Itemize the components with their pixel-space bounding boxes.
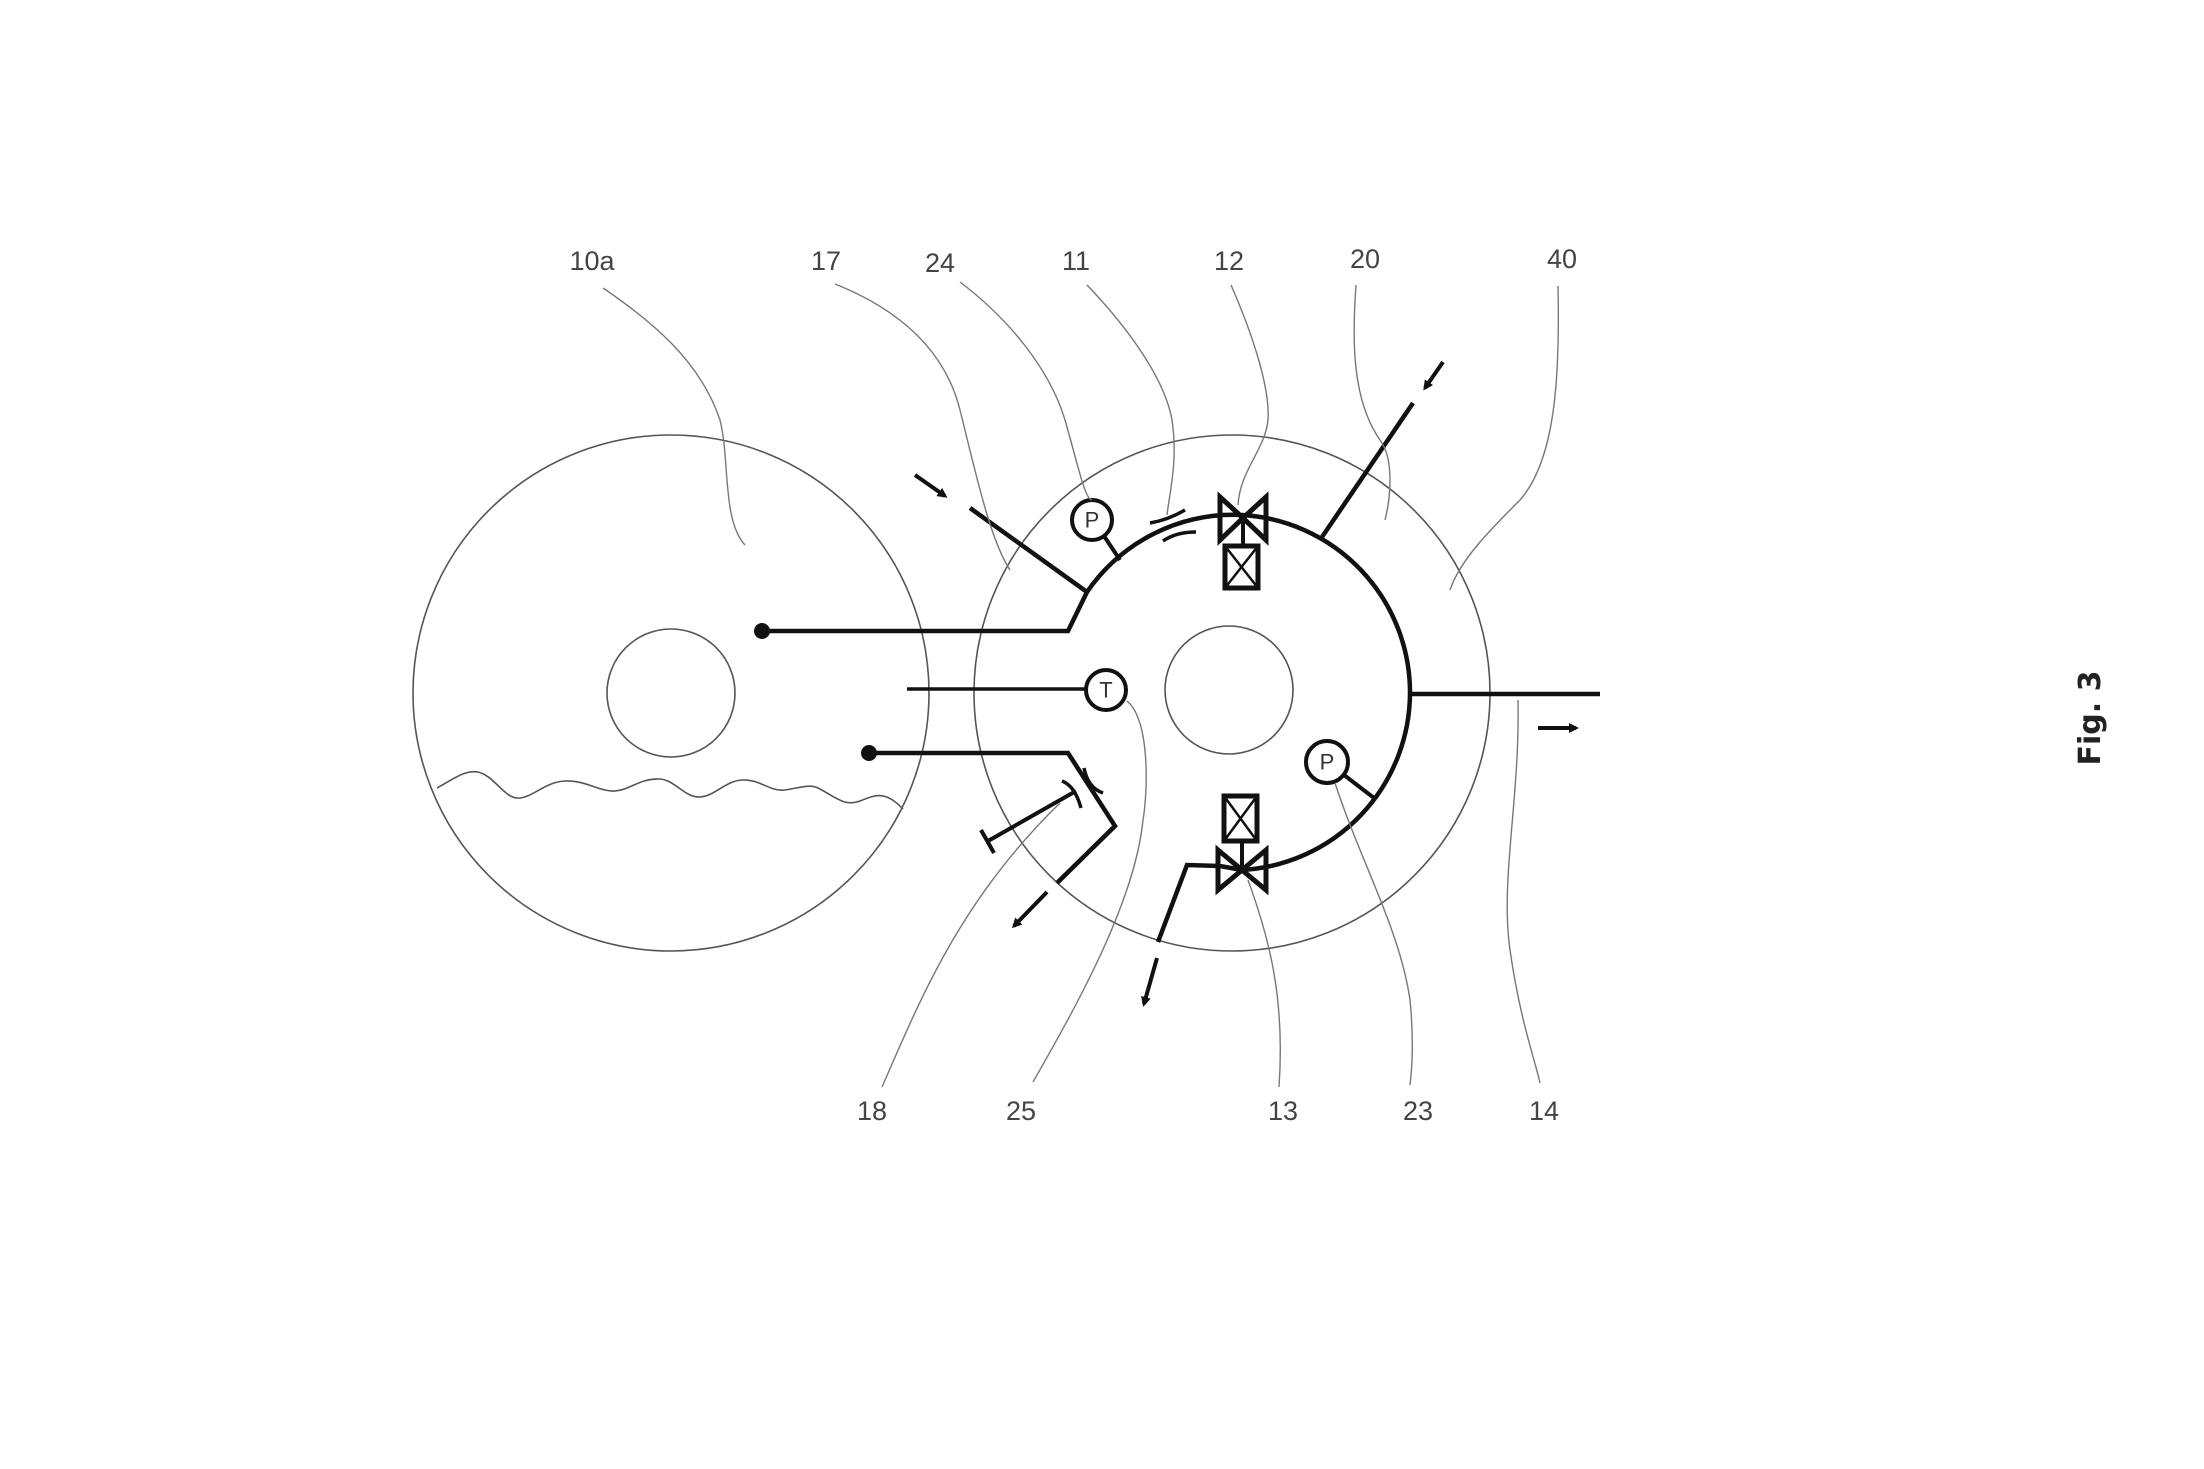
regulator-arc-right (1082, 767, 1104, 795)
actuator-cross (1224, 545, 1259, 589)
label-25: 25 (1006, 1096, 1036, 1126)
inlet-arrow-17 (913, 473, 948, 498)
leader-14 (1506, 699, 1541, 1084)
valve-12 (1217, 491, 1269, 591)
tank-to-ring-line (762, 591, 1090, 634)
orifice-arc-upper (1149, 508, 1186, 525)
ring-pipe (754, 360, 1600, 1007)
discharge-line-13 (1155, 862, 1243, 943)
leader-25 (1032, 700, 1147, 1083)
valve-triangle-right (1238, 844, 1269, 896)
label-24: 24 (925, 248, 955, 278)
leader-23 (1334, 782, 1414, 1086)
orifice-arc-lower (1162, 530, 1197, 543)
regulator-tbar (979, 829, 996, 854)
leader-20 (1353, 284, 1391, 521)
vessel-inner-circle (1164, 625, 1294, 755)
tank-outer-circle (412, 434, 930, 952)
tank-inner-circle (606, 628, 736, 758)
leader-18 (881, 802, 1061, 1088)
figure-caption: Fig. 3 (2073, 671, 2108, 766)
vent-arrow (1011, 890, 1049, 929)
regulator-adjust-line (987, 789, 1077, 843)
label-12: 12 (1214, 246, 1244, 276)
inlet-arrow-20 (1423, 360, 1445, 391)
valve-triangle-right (1239, 491, 1269, 546)
valve-13 (1215, 793, 1269, 896)
actuator-box (1222, 543, 1261, 591)
pressure-sensor-23: P (1304, 739, 1376, 800)
sensor-circle (1084, 668, 1128, 712)
leader-24 (959, 281, 1093, 501)
liquid-level-wave (436, 770, 904, 810)
regulator-line-18 (861, 745, 1118, 929)
vent-line (869, 750, 1118, 885)
leader-lines (602, 281, 1560, 1088)
temperature-sensor-25: T (907, 668, 1128, 712)
ring-pipe-arc (1085, 512, 1413, 873)
pressure-sensor-24: P (1070, 498, 1122, 562)
leader-40 (1449, 285, 1560, 591)
regulator-arc-left (1061, 779, 1083, 809)
tank-10a (412, 434, 930, 952)
label-11: 11 (1062, 246, 1090, 276)
valve-triangle-left (1215, 844, 1246, 896)
sensor-stem (1102, 534, 1122, 562)
leader-17 (834, 283, 1011, 571)
pressure-glyph-lower: P (1320, 750, 1335, 775)
sensor-stem (1342, 773, 1376, 800)
label-13: 13 (1268, 1096, 1298, 1126)
inlet-line-20 (1320, 401, 1415, 539)
label-23: 23 (1403, 1096, 1433, 1126)
orifice-11 (1149, 508, 1197, 543)
label-18: 18 (857, 1096, 887, 1126)
leader-13 (1247, 879, 1282, 1088)
valve-triangle-left (1217, 491, 1247, 546)
sensor-circle (1304, 739, 1350, 785)
label-40: 40 (1547, 244, 1577, 274)
inlet-line-17 (968, 506, 1089, 594)
discharge-arrow-13 (1141, 957, 1159, 1007)
pressure-glyph-upper: P (1085, 508, 1100, 533)
leader-10a (602, 287, 746, 546)
reference-labels: 10a 17 24 11 12 20 40 18 25 13 23 14 (569, 244, 1577, 1126)
label-17: 17 (811, 246, 841, 276)
label-10a: 10a (569, 246, 615, 276)
actuator-cross (1222, 795, 1259, 842)
leader-11 (1086, 284, 1175, 516)
temperature-glyph: T (1099, 678, 1112, 703)
leader-12 (1230, 284, 1269, 506)
label-20: 20 (1350, 244, 1380, 274)
label-14: 14 (1529, 1096, 1559, 1126)
